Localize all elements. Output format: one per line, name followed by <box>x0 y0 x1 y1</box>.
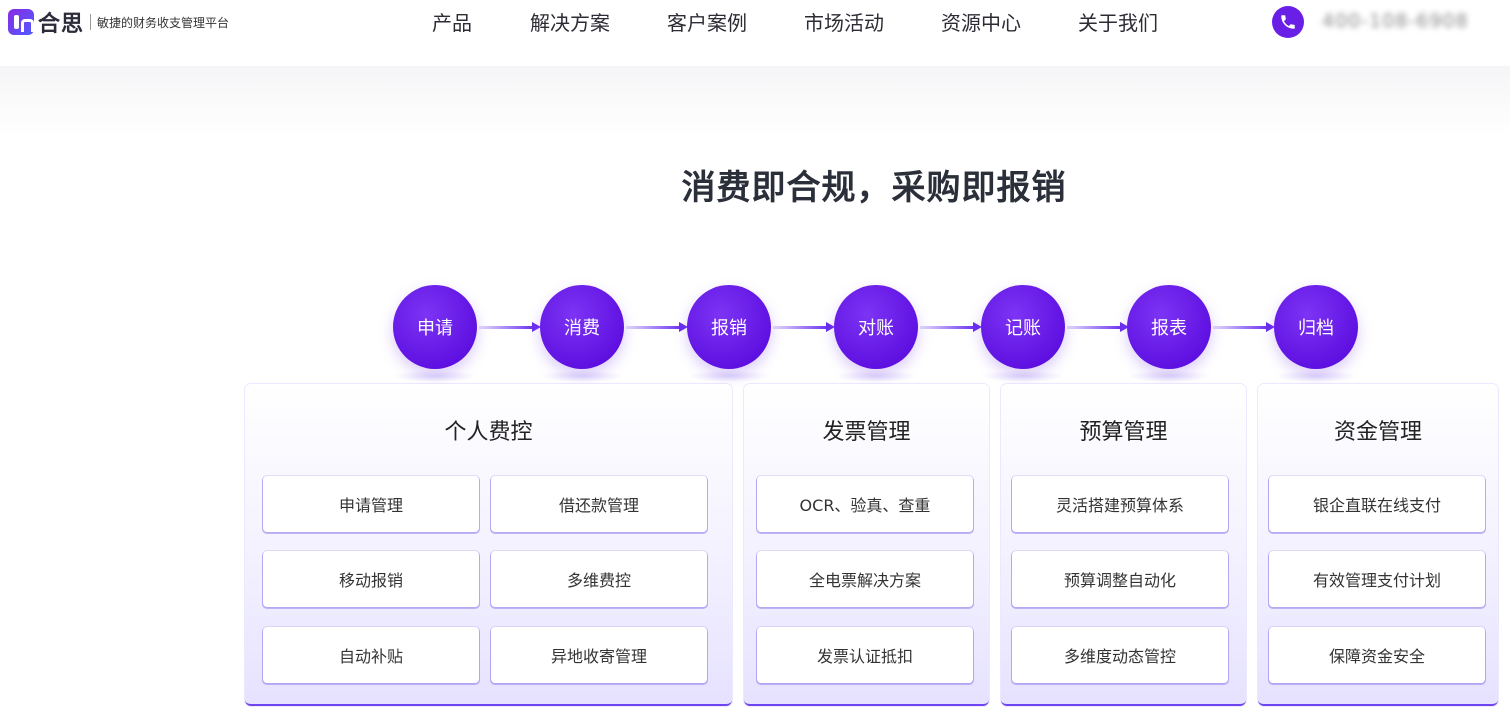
nav-item-resources[interactable]: 资源中心 <box>941 11 1021 35</box>
step-bookkeeping: 记账 <box>981 285 1065 369</box>
panel-title: 个人费控 <box>444 420 533 445</box>
logo-divider <box>90 14 92 30</box>
panel-budget-management: 预算管理 灵活搭建预算体系 预算调整自动化 多维度动态管控 <box>1001 384 1246 706</box>
step-shadow <box>1274 370 1358 382</box>
panel-fund-management: 资金管理 银企直联在线支付 有效管理支付计划 保障资金安全 <box>1258 384 1498 706</box>
nav-item-customer-cases[interactable]: 客户案例 <box>667 11 747 35</box>
step-shadow <box>834 370 918 382</box>
step-consume: 消费 <box>540 285 624 369</box>
logo-text: 合思 <box>38 12 85 37</box>
brand-logo[interactable]: 合思 敏捷的财务收支管理平台 <box>8 9 230 37</box>
panel-invoice-management: 发票管理 OCR、验真、查重 全电票解决方案 发票认证抵扣 <box>744 384 989 706</box>
phone-icon[interactable] <box>1272 6 1304 38</box>
flow-arrow <box>1213 322 1275 332</box>
step-reconcile: 对账 <box>834 285 918 369</box>
feature-card[interactable]: 多维度动态管控 <box>1012 627 1228 683</box>
feature-card[interactable]: 多维费控 <box>491 551 707 607</box>
page-title: 消费即合规，采购即报销 <box>681 168 1067 208</box>
feature-card[interactable]: 自动补贴 <box>263 627 479 683</box>
panel-title: 发票管理 <box>822 420 911 445</box>
flow-arrow <box>1067 322 1129 332</box>
feature-card[interactable]: 灵活搭建预算体系 <box>1012 476 1228 532</box>
step-archive: 归档 <box>1274 285 1358 369</box>
panel-title: 资金管理 <box>1333 420 1422 445</box>
header-shadow <box>0 66 1510 136</box>
feature-card[interactable]: 借还款管理 <box>491 476 707 532</box>
nav-item-solutions[interactable]: 解决方案 <box>530 11 610 35</box>
logo-slogan: 敏捷的财务收支管理平台 <box>97 15 230 30</box>
feature-card[interactable]: 有效管理支付计划 <box>1269 551 1485 607</box>
step-apply: 申请 <box>393 285 477 369</box>
phone-number[interactable]: 400-108-6908 <box>1322 10 1469 32</box>
feature-card[interactable]: 申请管理 <box>263 476 479 532</box>
feature-card[interactable]: 全电票解决方案 <box>757 551 973 607</box>
feature-card[interactable]: 异地收寄管理 <box>491 627 707 683</box>
feature-card[interactable]: 保障资金安全 <box>1269 627 1485 683</box>
step-reimburse: 报销 <box>687 285 771 369</box>
flow-arrow <box>626 322 688 332</box>
step-report: 报表 <box>1127 285 1211 369</box>
feature-card[interactable]: 预算调整自动化 <box>1012 551 1228 607</box>
top-navigation-bar: 合思 敏捷的财务收支管理平台 产品 解决方案 客户案例 市场活动 资源中心 关于… <box>0 0 1510 66</box>
panel-title: 预算管理 <box>1079 420 1168 445</box>
flow-arrow <box>479 322 541 332</box>
feature-card[interactable]: 移动报销 <box>263 551 479 607</box>
nav-item-events[interactable]: 市场活动 <box>804 11 884 35</box>
logo-icon <box>8 9 34 35</box>
nav-item-products[interactable]: 产品 <box>432 11 472 35</box>
feature-card[interactable]: 银企直联在线支付 <box>1269 476 1485 532</box>
flow-arrow <box>773 322 835 332</box>
main-nav: 产品 解决方案 客户案例 市场活动 资源中心 关于我们 <box>420 8 1158 38</box>
feature-card[interactable]: 发票认证抵扣 <box>757 627 973 683</box>
step-shadow <box>540 370 624 382</box>
step-shadow <box>981 370 1065 382</box>
step-shadow <box>393 370 477 382</box>
panel-personal-expense-control: 个人费控 申请管理 借还款管理 移动报销 多维费控 自动补贴 异地收寄管理 <box>245 384 732 706</box>
step-shadow <box>687 370 771 382</box>
flow-arrow <box>920 322 982 332</box>
step-shadow <box>1127 370 1211 382</box>
nav-item-about-us[interactable]: 关于我们 <box>1078 11 1158 35</box>
feature-card[interactable]: OCR、验真、查重 <box>757 476 973 532</box>
